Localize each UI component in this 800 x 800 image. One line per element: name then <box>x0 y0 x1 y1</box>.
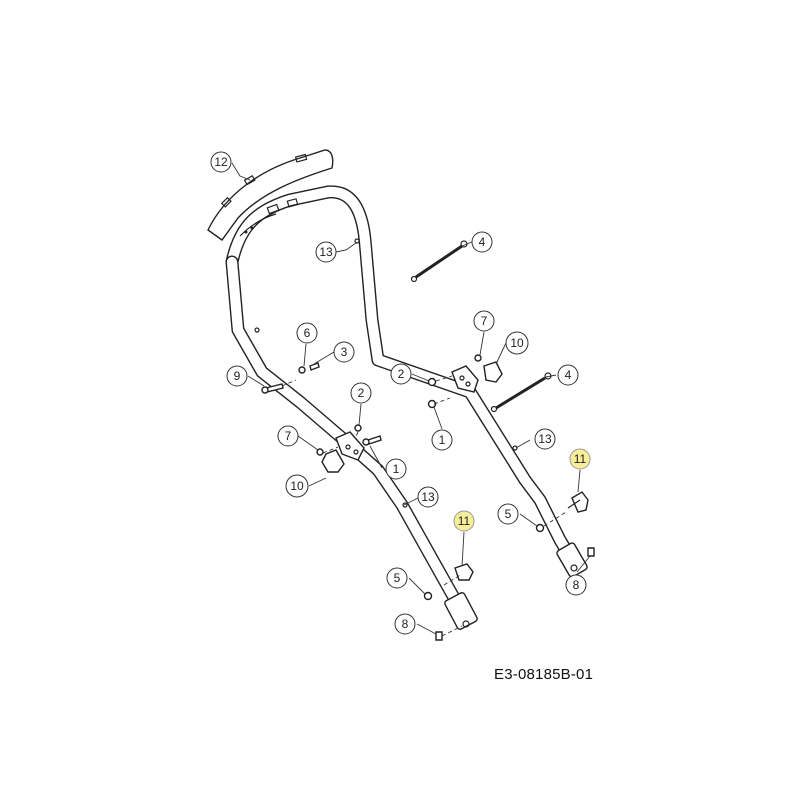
callout-10-left: 10 <box>285 474 309 498</box>
svg-text:2: 2 <box>398 367 405 381</box>
callout-8-right: 8 <box>565 574 587 596</box>
callout-13-right: 13 <box>534 428 556 450</box>
callout-2-left: 2 <box>350 382 372 404</box>
callout-8-left: 8 <box>394 613 416 635</box>
left-hardware <box>261 362 382 473</box>
svg-text:1: 1 <box>439 433 446 447</box>
handle-top-cover <box>207 149 334 241</box>
callout-13-left: 13 <box>417 486 439 508</box>
svg-text:12: 12 <box>214 155 228 169</box>
handle-frame <box>225 185 588 630</box>
right-hardware <box>423 354 595 641</box>
svg-text:9: 9 <box>234 369 241 383</box>
svg-text:13: 13 <box>538 432 552 446</box>
svg-text:5: 5 <box>505 507 512 521</box>
svg-text:3: 3 <box>341 345 348 359</box>
callout-10-right: 10 <box>505 331 529 355</box>
callout-1-right: 1 <box>431 429 453 451</box>
svg-text:10: 10 <box>510 336 524 350</box>
callout-9: 9 <box>226 365 248 387</box>
callout-11-left: 11 <box>453 510 475 532</box>
svg-text:10: 10 <box>290 479 304 493</box>
leader-lines <box>231 162 591 635</box>
callout-6: 6 <box>296 322 318 344</box>
svg-text:13: 13 <box>421 490 435 504</box>
callout-4-right: 4 <box>557 364 579 386</box>
callout-3: 3 <box>333 341 355 363</box>
callout-4-top: 4 <box>471 231 493 253</box>
cable-upper <box>410 240 468 283</box>
callout-7-left: 7 <box>277 425 299 447</box>
callout-1-left: 1 <box>385 458 407 480</box>
callout-2-right: 2 <box>390 363 412 385</box>
drawing-code: E3-08185B-01 <box>494 666 594 683</box>
svg-text:4: 4 <box>479 235 486 249</box>
callout-12: 12 <box>210 151 232 173</box>
callout-11-right: 11 <box>569 448 591 470</box>
callout-13-top: 13 <box>315 241 337 263</box>
svg-text:1: 1 <box>393 462 400 476</box>
callout-7-right: 7 <box>473 310 495 332</box>
svg-text:13: 13 <box>319 245 333 259</box>
cable-lower <box>490 372 552 413</box>
svg-text:7: 7 <box>481 314 488 328</box>
svg-text:2: 2 <box>358 386 365 400</box>
callout-5-left: 5 <box>386 567 408 589</box>
svg-text:6: 6 <box>304 326 311 340</box>
svg-text:8: 8 <box>402 617 409 631</box>
svg-text:8: 8 <box>573 578 580 592</box>
svg-text:5: 5 <box>394 571 401 585</box>
svg-text:11: 11 <box>458 514 471 528</box>
svg-text:7: 7 <box>285 429 292 443</box>
callout-5-right: 5 <box>497 503 519 525</box>
svg-text:11: 11 <box>574 452 587 466</box>
svg-text:4: 4 <box>565 368 572 382</box>
